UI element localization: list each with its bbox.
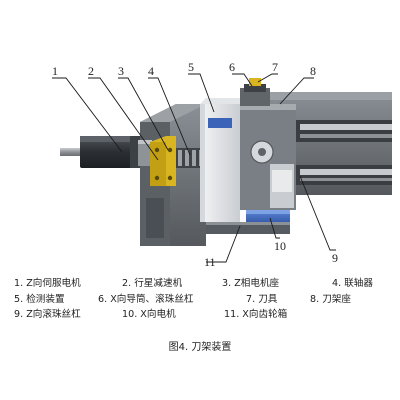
- legend-item-1: 1. Z向伺服电机: [14, 278, 81, 289]
- figure-caption: 图4. 刀架装置: [168, 342, 232, 353]
- legend-item-7: 7. 刀具: [246, 293, 278, 305]
- z-servo-motor: [60, 136, 140, 168]
- callout-3: 3: [118, 64, 124, 78]
- callout-8: 8: [310, 64, 316, 78]
- callout-11: 11: [204, 255, 216, 269]
- legend-item-8: 8. 刀架座: [310, 293, 351, 305]
- legend-row-3: 9. Z向滚珠丝杠 10. X向电机 11. X向齿轮箱: [14, 306, 394, 322]
- x-gearbox: [206, 222, 290, 234]
- leader-lines: [52, 73, 336, 263]
- callout-1: 1: [52, 64, 58, 78]
- legend-row-2: 5. 检测装置 6. X向导筒、滚珠丝杠 7. 刀具 8. 刀架座: [14, 291, 394, 307]
- legend-item-3: 3. Z相电机座: [222, 278, 280, 289]
- legend-item-6: 6. X向导筒、滚珠丝杠: [98, 293, 194, 305]
- parts-legend: 1. Z向伺服电机 2. 行星减速机 3. Z相电机座 4. 联轴器 5. 检测…: [14, 275, 394, 322]
- detection-device: [200, 98, 244, 222]
- legend-item-4: 4. 联轴器: [332, 278, 373, 289]
- legend-item-9: 9. Z向滚珠丝杠: [14, 309, 81, 320]
- legend-row-1: 1. Z向伺服电机 2. 行星减速机 3. Z相电机座 4. 联轴器: [14, 275, 394, 291]
- callout-6: 6: [229, 60, 235, 74]
- callout-7: 7: [272, 60, 278, 74]
- callout-5: 5: [188, 60, 194, 74]
- callout-numbers: 1 2 3 4 5 6 7 8 9 10 11: [52, 60, 338, 269]
- callout-2: 2: [88, 64, 94, 78]
- tool-block: [240, 78, 270, 106]
- yellow-flange: [150, 136, 176, 186]
- callout-10: 10: [274, 239, 286, 253]
- legend-item-11: 11. X向齿轮箱: [224, 309, 288, 320]
- tool-holder-seat: [240, 104, 296, 210]
- callout-4: 4: [148, 64, 154, 78]
- legend-item-2: 2. 行星减速机: [122, 278, 183, 289]
- callout-9: 9: [332, 251, 338, 265]
- legend-item-5: 5. 检测装置: [14, 293, 65, 305]
- planetary-reducer: [138, 140, 152, 166]
- legend-item-10: 10. X向电机: [122, 309, 176, 320]
